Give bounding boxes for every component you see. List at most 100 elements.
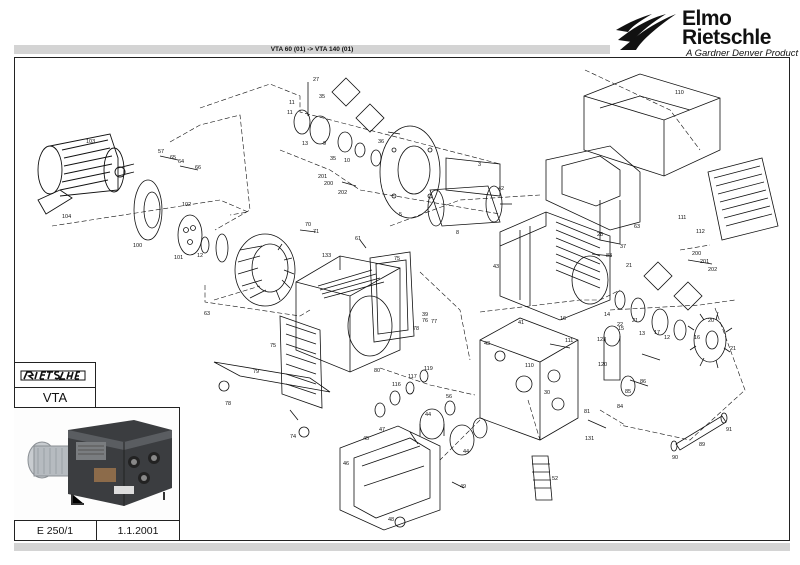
flange-part [133, 179, 163, 241]
callout-number: 70 [305, 222, 311, 228]
callout-number: 13 [302, 141, 308, 147]
callout-number: 45 [363, 436, 369, 442]
callout-number: 80 [374, 368, 380, 374]
callout-number: 81 [584, 409, 590, 415]
product-photo [14, 407, 180, 520]
callout-number: 49 [460, 484, 466, 490]
callout-number: 112 [696, 229, 705, 235]
callout-number: 56 [446, 394, 452, 400]
callout-number: 37 [620, 244, 626, 250]
callout-number: 66 [195, 165, 201, 171]
callout-number: 75 [270, 343, 276, 349]
callout-number: 20 [708, 318, 714, 324]
callout-number: 120 [598, 362, 607, 368]
callout-number: 74 [290, 434, 296, 440]
silencer-part [531, 455, 553, 501]
brand-tagline: A Gardner Denver Product [686, 48, 799, 59]
callout-number: 116 [392, 382, 401, 388]
fan-housing-part [295, 255, 401, 373]
model-name: VTA [42, 390, 68, 405]
callout-number: 11 [287, 110, 293, 116]
callout-number: 63 [204, 311, 210, 317]
bracket-part [545, 145, 641, 231]
motor-part [37, 133, 135, 215]
callout-number: 64 [178, 159, 184, 165]
callout-number: 85 [625, 389, 631, 395]
callout-number: 3 [478, 162, 481, 168]
drawing-title: VTA 60 (01) -> VTA 140 (01) [270, 46, 354, 53]
callout-number: 100 [133, 243, 142, 249]
callout-number: 36 [378, 139, 384, 145]
callout-number: 48 [388, 517, 394, 523]
brand-name-line1: Elmo [682, 7, 732, 30]
callout-number: 21 [632, 318, 638, 324]
document-info: E 250/1 1.1.2001 [14, 520, 180, 541]
gear-part [687, 311, 733, 369]
fan-part [234, 233, 296, 307]
footer-bar [14, 543, 790, 551]
callout-number: 119 [424, 366, 433, 372]
vane-part [445, 157, 501, 197]
callout-number: 79 [253, 369, 259, 375]
callout-number: 21 [730, 346, 736, 352]
callout-number: 104 [62, 214, 71, 220]
callout-number: 9 [323, 141, 326, 147]
callout-number: 75 [394, 256, 400, 262]
callout-number: 17 [654, 330, 660, 336]
callout-number: 16 [560, 316, 566, 322]
callout-number: 43 [493, 264, 499, 270]
drawing-frame [14, 57, 790, 541]
callout-number: 200 [692, 251, 701, 257]
callout-number: 12 [664, 335, 670, 341]
callout-number: 133 [322, 253, 331, 259]
filter-cover-part [339, 425, 441, 531]
callout-number: 57 [158, 149, 164, 155]
filter-grille-part [707, 157, 779, 241]
end-cover-part [379, 125, 441, 219]
pump-housing-part [499, 211, 611, 321]
swoosh-logo-icon [616, 14, 676, 50]
callout-number: 65 [170, 155, 176, 161]
bearing-part [614, 290, 626, 310]
callout-number: 14 [604, 312, 610, 318]
callout-number: 117 [408, 374, 417, 380]
side-housing-part [479, 317, 579, 441]
doc-divider [96, 521, 97, 541]
elmo-rietschle-logo: Elmo Rietschle A Gardner Denver Product [616, 7, 799, 60]
callout-number: 11 [289, 100, 295, 106]
callout-number: 71 [313, 229, 319, 235]
callout-number: 63 [634, 224, 640, 230]
header-bar: VTA 60 (01) -> VTA 140 (01) [14, 45, 610, 54]
callout-number: 47 [379, 427, 385, 433]
callout-number: 111 [678, 215, 686, 221]
callout-number: 90 [672, 455, 678, 461]
model-info-box: VTA [14, 362, 96, 407]
callout-number: 42 [498, 186, 504, 192]
callout-number: 28 [597, 232, 603, 238]
brand-name-line2: Rietschle [682, 26, 771, 49]
callout-number: 27 [313, 77, 319, 83]
callout-number: 13 [639, 331, 645, 337]
callout-number: 91 [726, 427, 732, 433]
callout-number: 22 [617, 322, 623, 328]
callout-number: 84 [617, 404, 623, 410]
callout-number: 12 [197, 253, 203, 259]
callout-number: 200 [324, 181, 333, 187]
callout-number: 15 [618, 326, 624, 332]
document-code: E 250/1 [36, 525, 74, 537]
callout-number: 46 [343, 461, 349, 467]
top-cover-part [583, 73, 721, 177]
callout-number: 10 [344, 158, 350, 164]
cover-part [369, 251, 415, 343]
callout-number: 131 [585, 436, 594, 442]
rotor-part [427, 185, 512, 227]
callout-number: 86 [640, 379, 646, 385]
callout-number: 52 [552, 476, 558, 482]
callout-number: 43 [484, 341, 490, 347]
callout-number: 123 [597, 337, 606, 343]
callout-number: 41 [518, 320, 524, 326]
callout-number: 77 [431, 319, 437, 325]
callout-number: 30 [544, 390, 550, 396]
callout-number: 35 [319, 94, 325, 100]
callout-number: 44 [425, 412, 431, 418]
